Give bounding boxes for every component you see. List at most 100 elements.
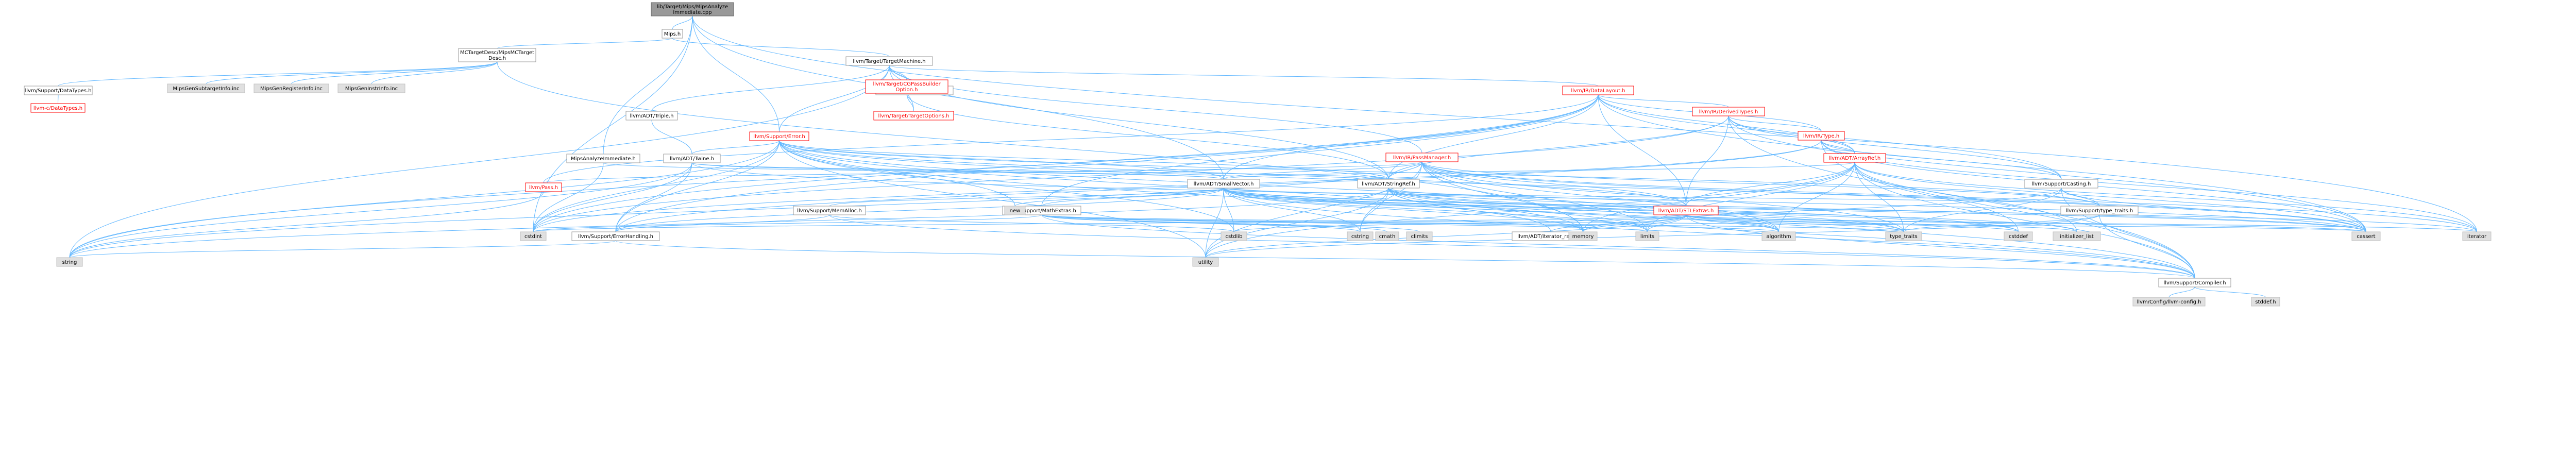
dependency-edge <box>1041 214 2366 232</box>
dependency-edge <box>1223 188 1234 232</box>
node-label: cmath <box>1379 234 1396 240</box>
dependency-edge <box>1223 162 1855 180</box>
dependency-edge <box>291 61 498 84</box>
node-box <box>793 206 866 215</box>
dependency-edge <box>615 214 830 232</box>
dependency-edge <box>672 15 693 30</box>
dependency-edge <box>1205 214 1686 258</box>
dependency-edge <box>1421 161 1583 232</box>
node-label: llvm/Support/Error.h <box>753 134 805 140</box>
node-box <box>30 103 86 113</box>
node-box <box>458 48 536 62</box>
dependency-edge <box>906 93 914 112</box>
node-label: llvm/Support/MemAlloc.h <box>797 208 862 214</box>
dependency-edge <box>206 61 498 84</box>
node-label: Desc.h <box>488 56 506 61</box>
node-triple[interactable]: llvm/ADT/Triple.h <box>625 111 678 121</box>
dependency-edge <box>615 140 779 232</box>
node-label: climits <box>1411 234 1428 240</box>
node-tm[interactable]: llvm/Target/TargetMachine.h <box>845 56 933 66</box>
node-box <box>1692 107 1765 116</box>
node-typetraits[interactable]: llvm/Support/type_traits.h <box>2060 206 2139 215</box>
node-box <box>1885 231 1922 241</box>
dependency-edge <box>1223 188 2477 232</box>
dependency-edge <box>691 140 779 155</box>
dependency-edge <box>533 140 779 232</box>
node-box <box>749 131 809 141</box>
dependency-edge <box>1821 140 2062 180</box>
dependency-edge <box>1421 161 1686 207</box>
node-cmath: cmath <box>1375 231 1399 241</box>
node-label: new <box>1010 208 1021 214</box>
dependency-edge <box>1686 214 2366 232</box>
dependency-edge <box>1388 188 1686 207</box>
node-label: llvm/Support/ErrorHandling.h <box>578 234 653 240</box>
node-label: llvm/IR/DataLayout.h <box>1571 88 1625 94</box>
node-passmgr[interactable]: llvm/IR/PassManager.h <box>1385 153 1459 162</box>
dependency-edge <box>779 140 2100 207</box>
node-datalayout[interactable]: llvm/IR/DataLayout.h <box>1562 86 1634 95</box>
node-box <box>1357 179 1420 189</box>
node-box <box>2004 231 2033 241</box>
dependency-edge <box>1421 161 1904 232</box>
dependency-edge <box>497 38 673 49</box>
dependency-edge <box>889 65 1599 87</box>
node-stringref[interactable]: llvm/ADT/StringRef.h <box>1357 179 1420 189</box>
dependency-edge <box>829 188 1224 207</box>
node-iterator: iterator <box>2462 231 2492 241</box>
node-box <box>571 231 660 241</box>
node-box <box>1004 206 1026 215</box>
dependency-edge <box>779 140 1583 232</box>
node-mips_h[interactable]: Mips.h <box>662 29 683 39</box>
node-label: cassert <box>2357 234 2375 240</box>
dependency-edge <box>615 162 692 232</box>
node-box <box>24 86 93 95</box>
node-error[interactable]: llvm/Support/Error.h <box>749 131 809 141</box>
node-twine[interactable]: llvm/ADT/Twine.h <box>663 154 721 163</box>
node-c_datatypes[interactable]: llvm-c/DataTypes.h <box>30 103 86 113</box>
node-passes[interactable]: llvm/Pass.h <box>525 182 562 192</box>
dependency-edge <box>1223 188 2195 279</box>
dependency-edge <box>533 162 604 232</box>
dependency-edge <box>615 188 1224 232</box>
node-casting[interactable]: llvm/Support/Casting.h <box>2024 179 2098 189</box>
node-stlextras[interactable]: llvm/ADT/STLExtras.h <box>1653 206 1719 215</box>
node-smallvector[interactable]: llvm/ADT/SmallVector.h <box>1187 179 1260 189</box>
node-instrinfo: MipsGenInstrInfo.inc <box>337 83 405 93</box>
node-box <box>525 182 562 192</box>
node-arrayref[interactable]: llvm/ADT/ArrayRef.h <box>1823 153 1886 163</box>
dependency-edge <box>1421 161 2100 207</box>
node-errhandling[interactable]: llvm/Support/ErrorHandling.h <box>571 231 660 241</box>
node-compiler[interactable]: llvm/Support/Compiler.h <box>2158 278 2231 287</box>
node-root[interactable]: lib/Target/Mips/MipsAnalyzeImmediate.cpp <box>651 2 734 16</box>
node-box <box>651 2 734 16</box>
node-cstdint: cstdint <box>520 231 547 241</box>
dependency-edge <box>1854 162 2366 232</box>
node-type_h[interactable]: llvm/IR/Type.h <box>1798 131 1845 141</box>
dependency-edge <box>779 140 1206 258</box>
node-box <box>1385 153 1459 162</box>
node-box <box>167 83 245 93</box>
node-label: llvm/ADT/iterator_range.h <box>1517 234 1584 240</box>
node-label: llvm/Support/MathExtras.h <box>1007 208 1076 214</box>
node-label: llvm/Config/llvm-config.h <box>2137 299 2201 305</box>
node-datatypes[interactable]: llvm/Support/DataTypes.h <box>24 86 93 95</box>
dependency-edge <box>1583 162 1855 232</box>
node-climits: climits <box>1406 231 1433 241</box>
node-label: llvm/IR/DerivedTypes.h <box>1699 109 1758 115</box>
dependency-edge <box>692 15 779 132</box>
node-topts[interactable]: llvm/Target/TargetOptions.h <box>873 111 954 121</box>
dependency-edge <box>1686 214 2477 232</box>
dependency-edge <box>1223 188 2100 207</box>
node-box <box>1562 86 1634 95</box>
dependency-edge <box>1041 214 1361 232</box>
node-derived[interactable]: llvm/IR/DerivedTypes.h <box>1692 107 1765 116</box>
node-mai_h[interactable]: MipsAnalyzeImmediate.h <box>566 154 640 163</box>
dependency-edge <box>69 140 779 258</box>
dependency-edge <box>1233 214 1686 232</box>
node-box <box>625 111 678 121</box>
node-label: Mips.h <box>664 31 681 37</box>
node-memalloc[interactable]: llvm/Support/MemAlloc.h <box>793 206 866 215</box>
